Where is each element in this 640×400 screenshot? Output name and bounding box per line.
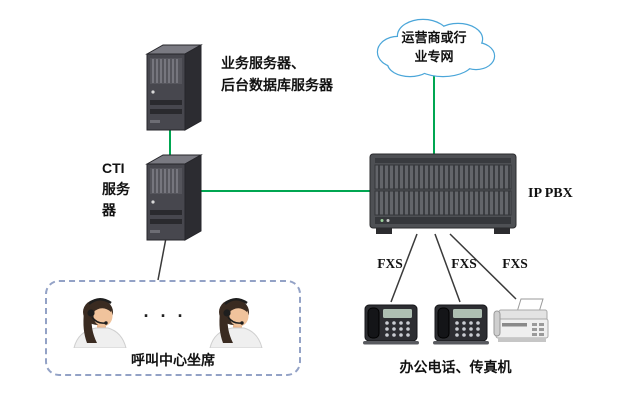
connector-ctiserver-to-callcenter <box>157 237 167 281</box>
app-server-label-line1: 业务服务器、 <box>221 55 305 71</box>
fax-machine-icon <box>493 298 549 342</box>
agents-ellipsis: · · · <box>143 306 187 326</box>
desk-phone-icon <box>363 304 419 345</box>
fxs-label-2: FXS <box>451 256 477 271</box>
ip-pbx-node <box>368 148 518 236</box>
connector-pbx-to-phone1 <box>390 233 418 303</box>
cloud-label: 运营商或行 业专网 <box>368 12 500 80</box>
cloud-network-node: 运营商或行 业专网 <box>368 12 500 80</box>
call-center-agent-1 <box>56 296 138 348</box>
cloud-label-line1: 运营商或行 <box>401 30 467 45</box>
office-devices-label: 办公电话、传真机 <box>399 359 512 375</box>
server-tower-icon <box>145 44 203 131</box>
cloud-icon <box>376 18 496 78</box>
connector-pbx-to-phone2 <box>434 233 461 303</box>
office-phone-1 <box>362 300 420 346</box>
app-server-node <box>135 40 210 135</box>
cti-server-node <box>135 150 210 245</box>
call-center-agent-2 <box>192 296 274 348</box>
cloud-label-line2: 业专网 <box>414 49 454 64</box>
desk-phone-icon <box>433 304 489 345</box>
app-server-label: 业务服务器、 后台数据库服务器 <box>221 52 333 96</box>
agent-with-headset-icon <box>73 298 127 348</box>
cti-server-label-line3: 器 <box>102 202 116 218</box>
ip-pbx-icon <box>369 153 517 234</box>
cti-server-label-line1: CTI <box>102 160 125 176</box>
fax-machine <box>493 297 551 345</box>
call-center-group: 呼叫中心坐席 <box>45 280 301 376</box>
fxs-label-1: FXS <box>377 256 403 271</box>
ip-pbx-label: IP PBX <box>528 186 573 201</box>
cti-server-label-line2: 服务 <box>102 181 130 197</box>
connector-pbx-to-fax <box>449 233 517 300</box>
agent-with-headset-icon <box>209 298 263 348</box>
call-center-label: 呼叫中心坐席 <box>131 352 215 368</box>
fxs-label-3: FXS <box>502 256 528 271</box>
cti-server-label: CTI 服务 器 <box>102 158 144 221</box>
server-tower-icon <box>145 154 203 241</box>
app-server-label-line2: 后台数据库服务器 <box>221 77 333 93</box>
office-phone-2 <box>432 300 490 346</box>
